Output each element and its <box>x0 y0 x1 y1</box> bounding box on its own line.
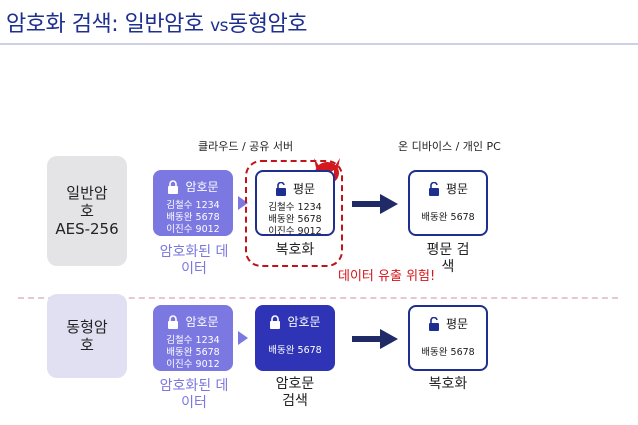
title-rest: 동형암호 <box>227 12 307 37</box>
row1-server-lines: 김철수 1234 배동완 5678 이진수 9012 <box>257 202 333 238</box>
row1-result-box: 평문 배동완 5678 <box>408 170 488 236</box>
row2-label: 동형암 호 <box>47 294 127 378</box>
row2-server-head: 암호문 <box>255 313 335 330</box>
row1-result-caption-2: 색 <box>441 259 455 275</box>
row2-server-lines: 배동완 5678 <box>255 345 335 357</box>
row1-label: 일반암 호 AES-256 <box>47 156 127 266</box>
row1-encrypted-line1: 김철수 1234 <box>166 200 220 211</box>
row2-encrypted-lines: 김철수 1234 배동완 5678 이진수 9012 <box>153 335 233 371</box>
row1-encrypted-box: 암호문 김철수 1234 배동완 5678 이진수 9012 <box>153 170 233 236</box>
row1-encrypted-head: 암호문 <box>153 178 233 195</box>
lock-icon <box>270 314 281 329</box>
row2-result-title: 평문 <box>445 317 469 331</box>
row2-encrypted-head: 암호문 <box>153 313 233 330</box>
row1-encrypted-caption: 암호화된 데 이터 <box>148 244 240 278</box>
row1-label-line3: AES-256 <box>55 220 119 238</box>
arrow-icon <box>352 329 398 349</box>
row1-encrypted-lines: 김철수 1234 배동완 5678 이진수 9012 <box>153 200 233 236</box>
row2-result-caption-1: 복호화 <box>428 376 468 392</box>
row2-server-line1: 배동완 5678 <box>268 345 322 356</box>
title-main: 암호화 검색: 일반암호 <box>6 12 211 37</box>
row1-result-lines: 배동완 5678 <box>410 212 486 224</box>
row1-server-title: 평문 <box>292 182 316 196</box>
row2-result-caption: 복호화 <box>403 376 493 393</box>
row1-encrypted-caption-2: 이터 <box>181 261 207 277</box>
row2-label-line1: 동형암 <box>66 318 108 336</box>
row2-result-head: 평문 <box>410 315 486 332</box>
row1-encrypted-title: 암호문 <box>185 180 219 194</box>
row1-result-caption: 평문 검 색 <box>403 242 493 276</box>
row2-server-caption-1: 암호문 <box>275 376 315 392</box>
arrow-icon <box>238 196 248 210</box>
device-header: 온 디바이스 / 개인 PC <box>398 140 501 153</box>
row2-result-line1: 배동완 5678 <box>421 347 475 358</box>
row1-server-box: 평문 김철수 1234 배동완 5678 이진수 9012 <box>255 170 335 238</box>
unlock-icon <box>428 316 439 331</box>
row1-label-line2: 호 <box>80 202 94 220</box>
row1-server-caption-1: 복호화 <box>275 242 315 258</box>
leak-risk-frame <box>245 160 343 267</box>
lock-icon <box>168 179 179 194</box>
leak-warning: 데이터 유출 위험! <box>338 269 436 284</box>
row2-encrypted-line1: 김철수 1234 <box>166 335 220 346</box>
page-title: 암호화 검색: 일반암호 vs동형암호 <box>6 6 307 38</box>
row2-server-box: 암호문 배동완 5678 <box>255 305 335 371</box>
unlock-icon <box>275 181 286 196</box>
row1-result-head: 평문 <box>410 180 486 197</box>
title-vs: vs <box>210 16 228 36</box>
row2-encrypted-title: 암호문 <box>185 315 219 329</box>
lock-icon <box>168 314 179 329</box>
unlock-icon <box>428 181 439 196</box>
row2-label-line2: 호 <box>80 336 94 354</box>
row1-label-line1: 일반암 <box>66 184 108 202</box>
row1-server-line2: 배동완 5678 <box>268 214 322 225</box>
arrow-icon <box>352 194 398 214</box>
row2-encrypted-box: 암호문 김철수 1234 배동완 5678 이진수 9012 <box>153 305 233 371</box>
row2-encrypted-caption-2: 이터 <box>181 395 207 411</box>
title-rule <box>0 43 638 45</box>
row2-server-caption: 암호문 검색 <box>250 376 340 410</box>
row1-encrypted-caption-1: 암호화된 데 <box>159 244 229 260</box>
arrow-icon <box>238 331 248 345</box>
row1-result-line1: 배동완 5678 <box>421 212 475 223</box>
row2-encrypted-caption: 암호화된 데 이터 <box>148 378 240 412</box>
row2-result-box: 평문 배동완 5678 <box>408 305 488 371</box>
row2-server-caption-2: 검색 <box>282 393 308 409</box>
row2-server-title: 암호문 <box>287 315 321 329</box>
row2-encrypted-line3: 이진수 9012 <box>166 359 220 370</box>
row2-result-lines: 배동완 5678 <box>410 347 486 359</box>
row1-server-line3: 이진수 9012 <box>268 226 322 237</box>
row2-encrypted-caption-1: 암호화된 데 <box>159 378 229 394</box>
row1-encrypted-line3: 이진수 9012 <box>166 224 220 235</box>
row1-encrypted-line2: 배동완 5678 <box>166 212 220 223</box>
row1-server-line1: 김철수 1234 <box>268 202 322 213</box>
section-divider <box>18 297 618 299</box>
cloud-header: 클라우드 / 공유 서버 <box>198 140 294 153</box>
row1-result-caption-1: 평문 검 <box>426 242 470 258</box>
row1-server-caption: 복호화 <box>250 242 340 259</box>
row1-server-head: 평문 <box>257 180 333 197</box>
row2-encrypted-line2: 배동완 5678 <box>166 347 220 358</box>
row1-result-title: 평문 <box>445 182 469 196</box>
